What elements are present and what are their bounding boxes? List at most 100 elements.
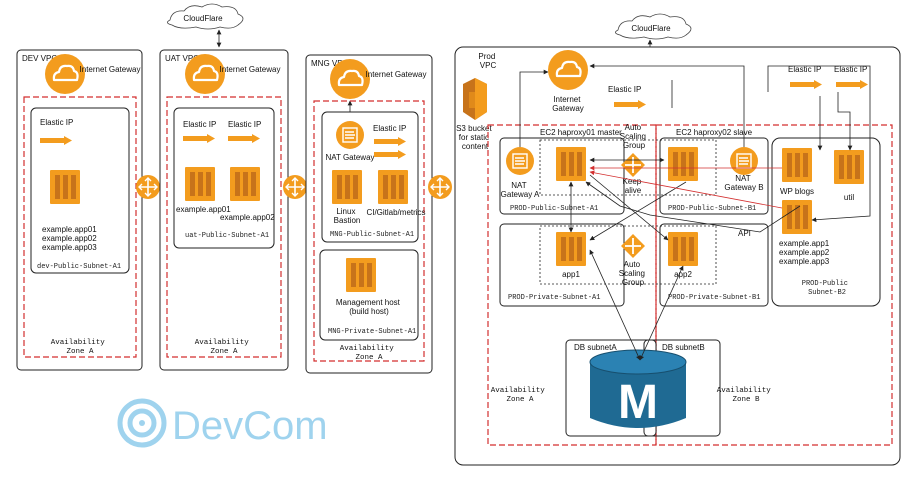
s3-label: S3 bucket for static content	[456, 124, 494, 151]
haproxy2-label: EC2 haproxy02 slave	[676, 128, 753, 137]
ec2-haproxy02-icon	[668, 147, 698, 181]
asg-top-label: Auto Scaling Group	[620, 123, 648, 150]
api-line	[585, 181, 801, 233]
cloud-icon	[615, 13, 692, 40]
s3-line-2: for static	[459, 133, 489, 142]
nat-b-to-igw-line	[589, 63, 745, 147]
dev-app-1: example.app01	[42, 225, 97, 234]
asg-top-line-1: Auto	[625, 123, 642, 132]
prod-app-2: example.app2	[779, 248, 830, 257]
keepalive-label: Keep alive	[623, 177, 644, 195]
eip-to-util-line	[837, 92, 853, 151]
prod-eip-right-1-label: Elastic IP	[788, 65, 821, 74]
devcom-logo-mark	[117, 398, 167, 448]
asg-top-line-2: Scaling	[620, 132, 646, 141]
s3-line-3: content	[462, 142, 489, 151]
prod-vpc-line-2: VPC	[480, 61, 497, 70]
ec2-haproxy01-icon	[556, 147, 586, 181]
uat-eip-label-1: Elastic IP	[183, 120, 216, 129]
prod-az-b-label: Availability Zone B	[717, 387, 776, 404]
prod-igw-line-1: Internet	[553, 95, 581, 104]
s3-line-1: S3 bucket	[456, 124, 492, 133]
dev-vpc-label: DEV VPC	[22, 54, 57, 63]
app2-db-line	[639, 265, 684, 361]
ec2-instance-icon	[346, 258, 376, 292]
mng-az-label: Availability Zone A	[340, 345, 399, 362]
uat-subnet-label: uat-Public-Subnet-A1	[185, 232, 269, 240]
app2-label: app2	[674, 270, 692, 279]
peering-router-icon	[282, 174, 308, 200]
haproxy2-app1-line	[589, 181, 687, 241]
wp-blogs-label: WP blogs	[780, 187, 814, 196]
prod-eip-right-2-label: Elastic IP	[834, 65, 867, 74]
prod-pub-b2-label: PROD-Public Subnet-B2	[802, 280, 852, 297]
dev-app-3: example.app03	[42, 243, 97, 252]
uat-app-right: example.app02	[220, 213, 275, 222]
mng-mgmt-line-1: Management host	[336, 298, 401, 307]
prod-connections	[519, 63, 871, 361]
prod-az-a-line-1: Availability	[491, 387, 546, 395]
mng-az-line-2: Zone A	[355, 354, 383, 362]
ec2-util-icon	[834, 150, 864, 184]
internet-gateway-icon	[183, 52, 227, 96]
nat-a-label: NAT Gateway A	[501, 181, 540, 199]
nat-a-line-2: Gateway A	[501, 190, 540, 199]
prod-pub-b2-line-2: Subnet-B2	[808, 289, 846, 297]
haproxy1-label: EC2 haproxy01 master	[540, 128, 622, 137]
prod-az-a-label: Availability Zone A	[491, 387, 550, 404]
asg-bottom-line-3: Group	[622, 278, 645, 287]
internet-gateway-icon	[43, 52, 87, 96]
haproxy-apps-red-line	[589, 170, 783, 209]
prod-az-b-line-2: Zone B	[732, 396, 760, 404]
dev-public-subnet	[30, 107, 130, 274]
eip-to-apps-line	[767, 65, 871, 223]
prod-eip-center-label: Elastic IP	[608, 85, 641, 94]
nat-gateway-icon	[335, 120, 365, 150]
prod-app-1: example.app1	[779, 239, 830, 248]
ec2-instance-icon	[230, 167, 260, 201]
dev-az-line-2: Zone A	[66, 348, 94, 356]
peering-router-icon	[427, 174, 453, 200]
mng-vpc: MNG VPC Internet Gateway NAT Gateway Ela…	[305, 54, 433, 374]
s3-bucket-icon	[463, 78, 487, 120]
nat-a-line-1: NAT	[511, 181, 527, 190]
uat-public-subnet	[173, 107, 275, 249]
asg-bottom-line-2: Scaling	[619, 269, 645, 278]
mng-public-subnet-label: MNG-Public-Subnet-A1	[330, 231, 414, 239]
prod-pub-b1-label: PROD-Public-Subnet-B1	[668, 205, 756, 213]
internet-gateway-icon	[546, 48, 590, 92]
mng-mgmt-line-2: (build host)	[349, 307, 389, 316]
ec2-instance-icon	[378, 170, 408, 204]
app1-label: app1	[562, 270, 580, 279]
devcom-logo: DevCom	[117, 398, 328, 448]
mng-igw-label: Internet Gateway	[366, 70, 427, 79]
asg-top-line-3: Group	[623, 141, 646, 150]
dev-availability-zone	[23, 96, 137, 358]
db-a-label: DB subnetA	[574, 343, 617, 352]
ec2-instance-icon	[185, 167, 215, 201]
devcom-logo-text: DevCom	[172, 404, 328, 448]
dev-app-2: example.app02	[42, 234, 97, 243]
prod-priv-a1-label: PROD-Private-Subnet-A1	[508, 294, 600, 302]
haproxy-group	[539, 139, 717, 196]
nat-a-to-igw-line	[519, 69, 549, 147]
prod-app-3: example.app3	[779, 257, 830, 266]
mng-bastion-label: Linux Bastion	[334, 207, 361, 225]
prod-igw-line-2: Gateway	[552, 104, 584, 113]
mng-vpc-label: MNG VPC	[311, 59, 349, 68]
ec2-instance-icon	[332, 170, 362, 204]
uat-igw-label: Internet Gateway	[220, 65, 281, 74]
keepalive-line-1: Keep	[623, 177, 642, 186]
dev-vpc: DEV VPC Internet Gateway Elastic IP exam…	[16, 49, 143, 371]
nat-b-line-2: Gateway B	[724, 183, 763, 192]
prod-igw-label: Internet Gateway	[552, 95, 584, 113]
prod-vpc-line-1: Prod	[478, 52, 495, 61]
mng-eip-label: Elastic IP	[373, 124, 406, 133]
uat-availability-zone	[166, 96, 282, 358]
prod-az-b-line-1: Availability	[717, 387, 772, 395]
peering-router-icon	[135, 174, 161, 200]
dev-subnet-label: dev-Public-Subnet-A1	[37, 263, 121, 271]
devcom-logo-dot	[139, 420, 145, 426]
